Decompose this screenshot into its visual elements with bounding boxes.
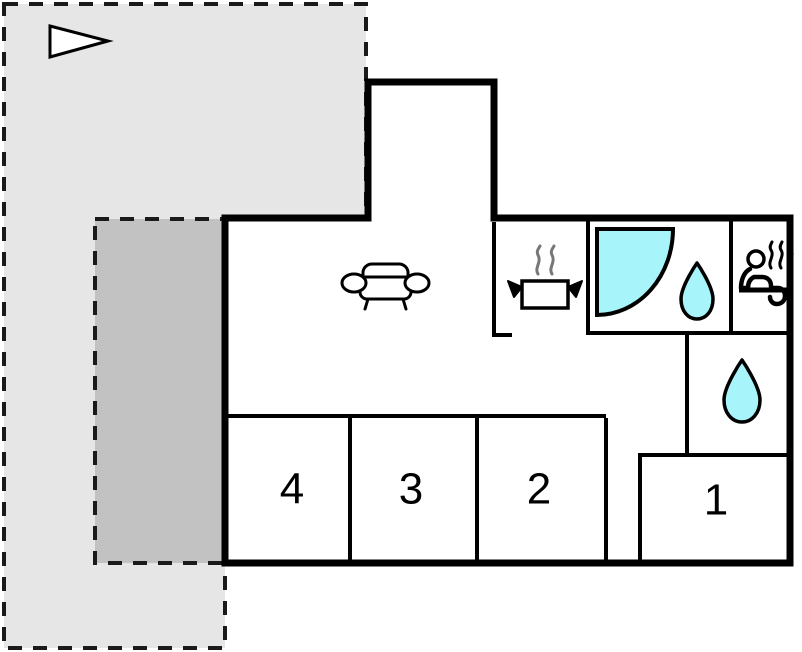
sauna-icon	[738, 240, 794, 307]
building-outer-wall	[221, 78, 794, 567]
outdoor-areas-group	[2, 2, 368, 650]
room-numbers-group: 4 3 2 1	[280, 465, 728, 525]
sauna-person-body	[738, 266, 788, 307]
room-number-3: 3	[399, 465, 423, 514]
outdoor-area-dark	[93, 217, 226, 565]
cooking-pot-steam	[535, 244, 556, 276]
direction-arrow-triangle	[48, 24, 114, 59]
heat-wave-3	[788, 240, 794, 270]
sauna-person-head	[746, 249, 766, 269]
room-number-2: 2	[527, 465, 551, 514]
sofa-icon	[340, 262, 431, 311]
water-drop-icon	[722, 358, 762, 424]
bathtub-icon	[595, 227, 676, 318]
steam-line-2	[549, 244, 556, 276]
building-outline-group	[221, 78, 794, 567]
cooking-pot-right-handle	[567, 280, 583, 298]
room-number-4: 4	[280, 465, 304, 514]
cooking-pot-body	[520, 279, 570, 310]
sofa-right-leg	[401, 297, 408, 311]
bathtub-shape	[595, 227, 676, 318]
sauna-heat-waves	[768, 240, 794, 270]
kitchen-wall	[492, 222, 512, 337]
water-drop-icon	[679, 261, 715, 321]
sofa-backrest	[361, 262, 410, 279]
cooking-pot-left-handle	[507, 280, 523, 298]
sofa-right-arm	[403, 272, 431, 294]
sofa-left-leg	[363, 297, 370, 311]
direction-arrow	[48, 24, 114, 59]
interior-walls-group	[228, 220, 790, 563]
heat-wave-2	[778, 240, 784, 270]
room-number-1: 1	[704, 476, 728, 525]
water-drop-shape-2	[722, 358, 762, 424]
heat-wave-1	[768, 240, 774, 270]
water-drop-shape-1	[679, 261, 715, 321]
sofa-left-arm	[340, 272, 368, 294]
steam-line-1	[535, 244, 542, 276]
cooking-pot-icon	[507, 244, 583, 310]
